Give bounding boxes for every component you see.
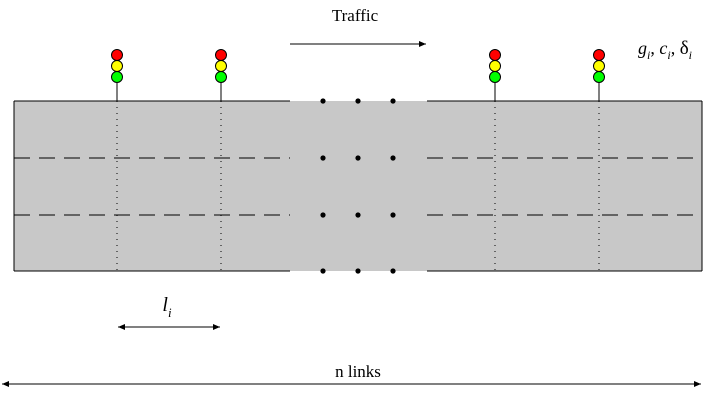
yellow-light-icon — [593, 60, 605, 72]
param-g: g — [638, 38, 647, 58]
param-delta: δ — [680, 38, 689, 59]
green-light-icon — [215, 71, 227, 83]
ellipsis-dot — [320, 268, 326, 274]
red-light-icon — [593, 49, 605, 61]
ellipsis-dot — [355, 268, 361, 274]
signal-parameters-label: gi, ci, δi — [638, 38, 692, 62]
ellipsis-dot — [320, 212, 326, 218]
ellipsis-dot — [320, 155, 326, 161]
red-light-icon — [215, 49, 227, 61]
traffic-light-4 — [593, 49, 605, 101]
ellipsis-dots — [320, 98, 396, 274]
traffic-light-3 — [489, 49, 501, 101]
ellipsis-dot — [355, 155, 361, 161]
n-links-label: n links — [335, 362, 381, 381]
link-length-subscript: i — [168, 305, 172, 320]
param-c: c — [659, 38, 667, 58]
ellipsis-dot — [355, 212, 361, 218]
link-length-label: li — [162, 294, 172, 320]
yellow-light-icon — [215, 60, 227, 72]
green-light-icon — [593, 71, 605, 83]
traffic-light-1 — [111, 49, 123, 101]
red-light-icon — [489, 49, 501, 61]
ellipsis-dot — [390, 212, 396, 218]
green-light-icon — [111, 71, 123, 83]
ellipsis-dot — [390, 268, 396, 274]
ellipsis-dot — [355, 98, 361, 104]
ellipsis-dot — [390, 155, 396, 161]
param-c-subscript: i — [667, 48, 670, 62]
param-g-subscript: i — [647, 48, 650, 62]
green-light-icon — [489, 71, 501, 83]
traffic-light-2 — [215, 49, 227, 101]
ellipsis-dot — [320, 98, 326, 104]
red-light-icon — [111, 49, 123, 61]
link-length-var: l — [162, 294, 168, 316]
param-delta-subscript: i — [689, 48, 692, 62]
param-separator: , — [650, 38, 659, 58]
traffic-label: Traffic — [332, 6, 379, 25]
road-surface — [14, 101, 702, 271]
param-separator: , — [671, 38, 680, 58]
ellipsis-dot — [390, 98, 396, 104]
yellow-light-icon — [111, 60, 123, 72]
yellow-light-icon — [489, 60, 501, 72]
